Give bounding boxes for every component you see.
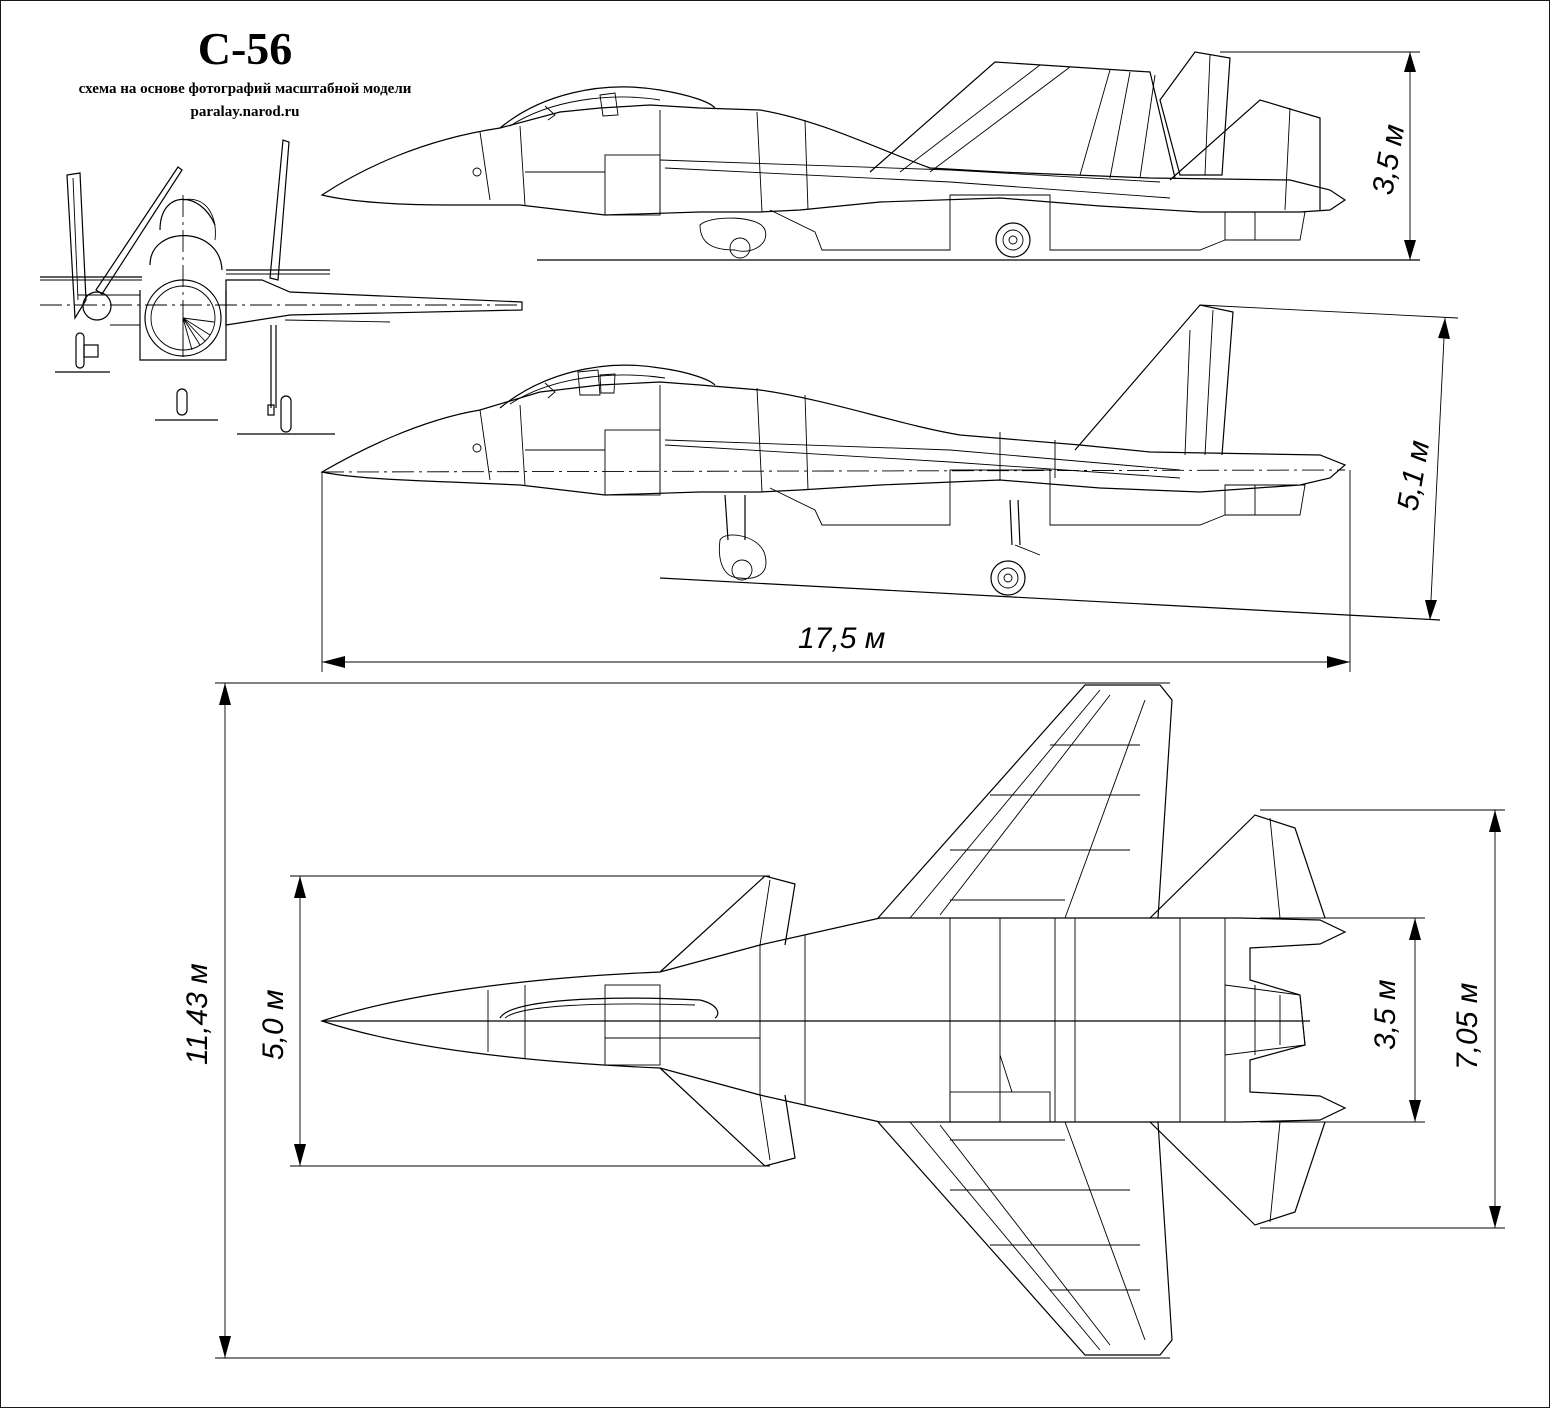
dim-label-tail-width: 3,5 м xyxy=(1369,979,1402,1050)
dim-label-span: 11,43 м xyxy=(181,963,214,1065)
dim-label-stabilizer-span: 7,05 м xyxy=(1451,983,1484,1070)
drawing-subtitle: схема на основе фотографий масштабной мо… xyxy=(78,81,412,97)
side-view-folded xyxy=(320,51,1420,261)
dim-label-side-height: 5,1 м xyxy=(1391,438,1436,513)
drawing-title: С-56 xyxy=(197,23,293,74)
top-view xyxy=(215,682,1505,1359)
dim-label-span-folded: 5,0 м xyxy=(257,989,290,1060)
source-url: paralay.narod.ru xyxy=(190,104,300,120)
dim-label-side-height-folded: 3,5 м xyxy=(1366,122,1411,197)
front-view xyxy=(40,139,523,435)
side-view xyxy=(320,304,1459,672)
dim-label-length: 17,5 м xyxy=(798,622,885,655)
